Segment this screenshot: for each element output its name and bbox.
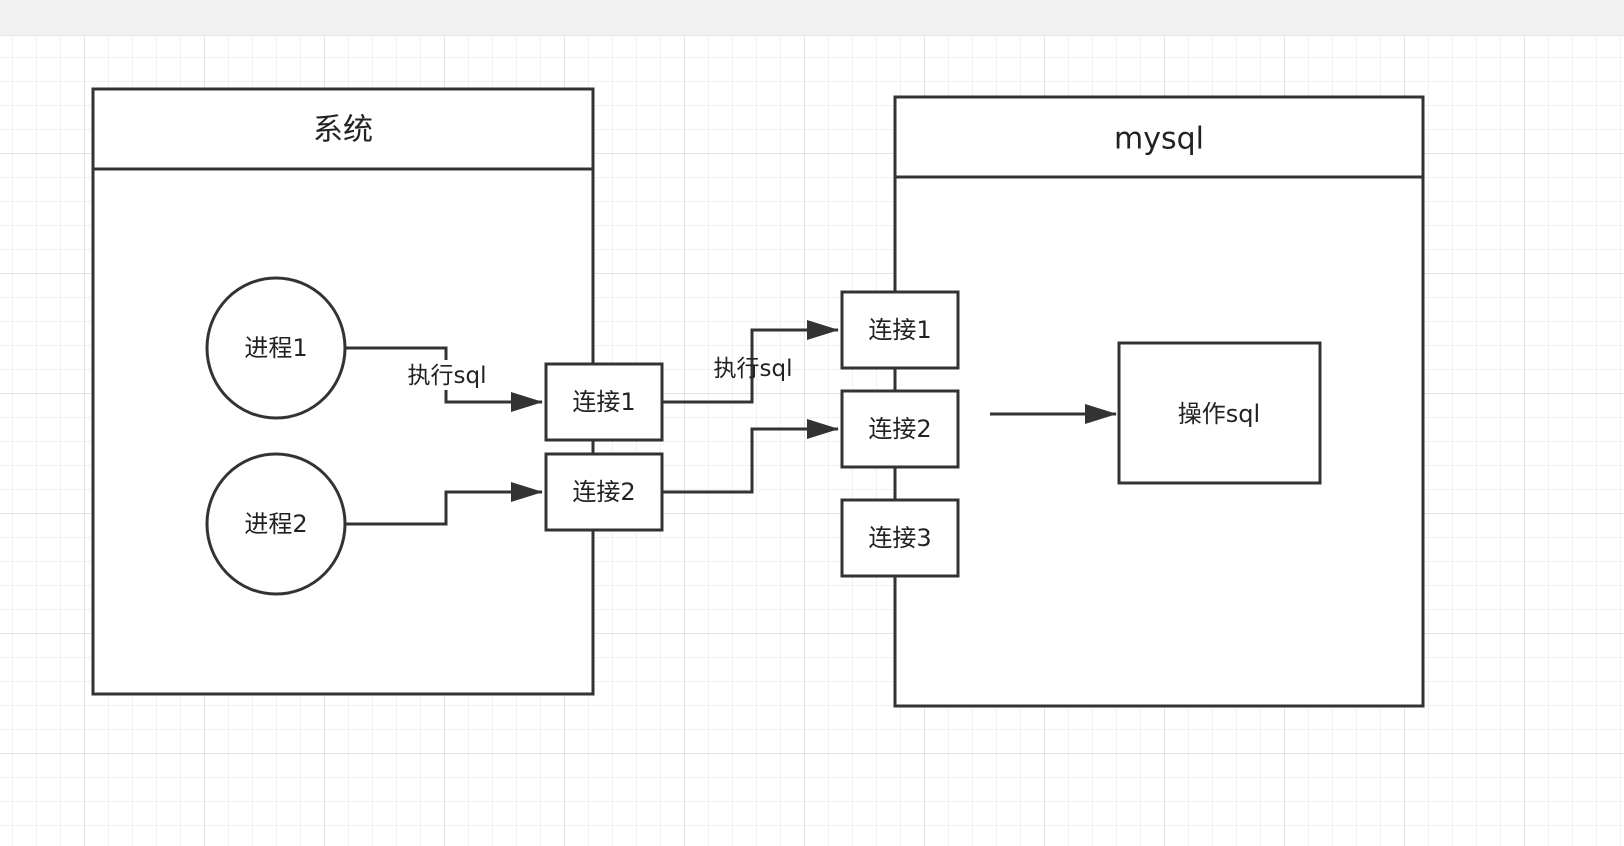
process-circle-1 bbox=[205, 276, 347, 420]
edge-label-execute-sql-1: 执行sql bbox=[408, 363, 487, 389]
system-connection-node-1[interactable]: 连接1 bbox=[544, 362, 664, 442]
system-container-body bbox=[91, 87, 595, 696]
mysql-connection-node-1[interactable]: 连接1 bbox=[840, 290, 960, 370]
mysql-container-title: mysql bbox=[1114, 122, 1204, 157]
system-connection-node-2[interactable]: 连接2 bbox=[544, 452, 664, 532]
edge-label-bg-1 bbox=[400, 360, 496, 390]
operation-sql-label: 操作sql bbox=[1178, 400, 1260, 428]
process-label-1: 进程1 bbox=[244, 334, 307, 362]
mysql-connection-label-3: 连接3 bbox=[868, 524, 931, 552]
process-node-1[interactable]: 进程1 bbox=[205, 276, 347, 420]
system-container-title: 系统 bbox=[313, 113, 373, 148]
mysql-connection-label-1: 连接1 bbox=[868, 316, 931, 344]
process-node-2[interactable]: 进程2 bbox=[205, 452, 347, 596]
system-connection-label-1: 连接1 bbox=[572, 388, 635, 416]
operation-sql-box bbox=[1117, 341, 1322, 485]
edge-label-execute-sql-2: 执行sql bbox=[714, 356, 793, 382]
mysql-connection-box-3 bbox=[840, 498, 960, 578]
process-label-2: 进程2 bbox=[244, 510, 307, 538]
mysql-connection-node-3[interactable]: 连接3 bbox=[840, 498, 960, 578]
system-connection-box-1 bbox=[544, 362, 664, 442]
mysql-connection-node-2[interactable]: 连接2 bbox=[840, 389, 960, 469]
edge-sysconn2-to-mysqlconn2[interactable] bbox=[663, 419, 839, 494]
edge-sysconn1-to-mysqlconn1[interactable] bbox=[663, 320, 839, 404]
mysql-connection-label-2: 连接2 bbox=[868, 415, 931, 443]
mysql-connection-box-2 bbox=[840, 389, 960, 469]
system-connection-box-2 bbox=[544, 452, 664, 532]
process-circle-2 bbox=[205, 452, 347, 596]
mysql-connection-box-1 bbox=[840, 290, 960, 370]
system-container[interactable]: 系统 bbox=[91, 87, 595, 696]
system-connection-label-2: 连接2 bbox=[572, 478, 635, 506]
operation-sql-node[interactable]: 操作sql bbox=[1117, 341, 1322, 485]
edge-process2-to-connection2[interactable] bbox=[346, 482, 543, 526]
editor-top-bar bbox=[0, 0, 1624, 36]
